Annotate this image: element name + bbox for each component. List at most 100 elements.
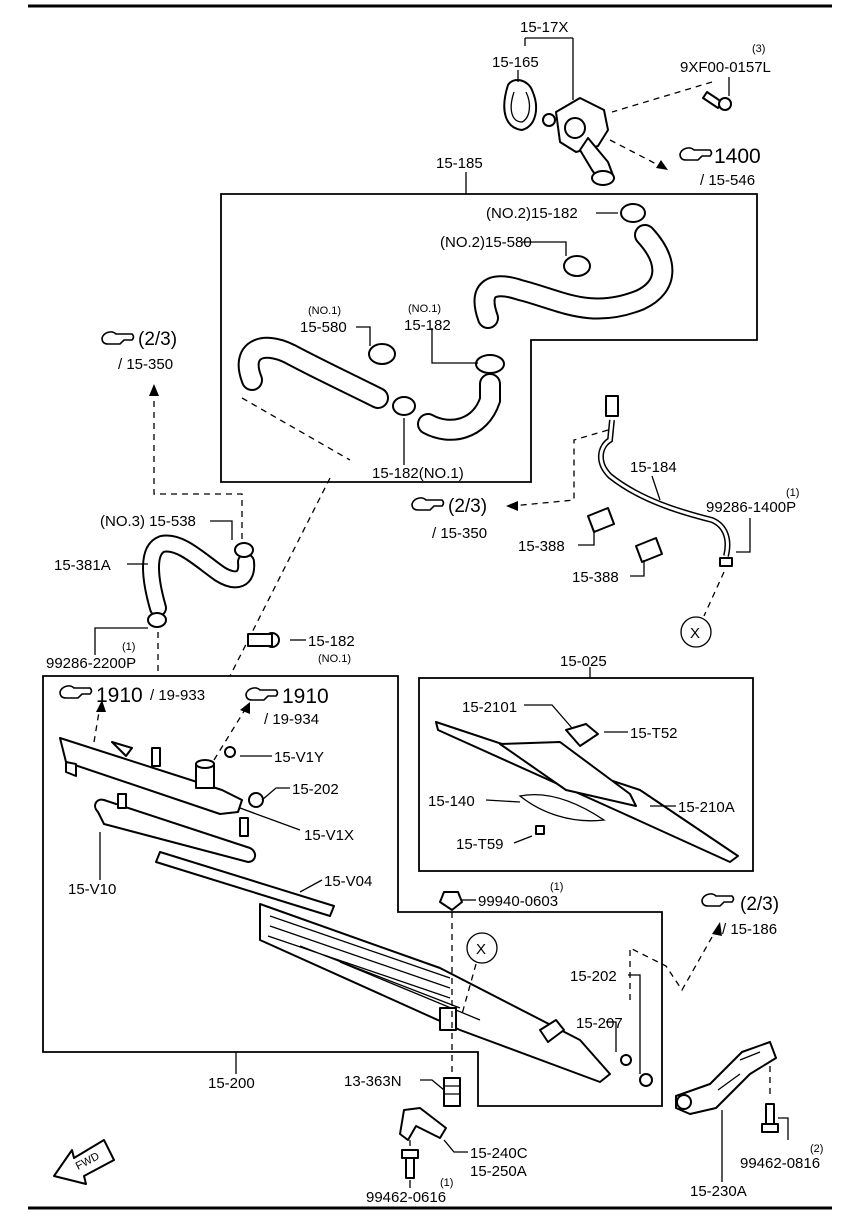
- label-qty-3: (3): [752, 43, 765, 55]
- arrowhead-1910b: [240, 702, 250, 714]
- leader-207: [606, 1021, 617, 1052]
- leader-0816: [778, 1117, 789, 1140]
- bolt-icon: [702, 91, 732, 111]
- label-15-210a: 15-210A: [678, 799, 735, 816]
- dash-x2: [461, 963, 477, 1015]
- leader-no2-580: [522, 241, 567, 256]
- label-15-185: 15-185: [436, 155, 483, 172]
- lower-bracket-icon: [399, 1107, 447, 1141]
- label-15-t52: 15-T52: [630, 725, 678, 742]
- label-qty-1-b: (1): [786, 487, 799, 499]
- label-no1-b: (NO.1): [408, 303, 441, 315]
- label-15-2101: 15-2101: [462, 699, 517, 716]
- arrowhead-1400: [656, 160, 668, 170]
- label-15-388-a: 15-388: [518, 538, 565, 555]
- dash-23b: [511, 429, 609, 507]
- bolt-icon: [401, 1149, 419, 1179]
- radiator-core-icon: [259, 903, 611, 1083]
- leader-v1x: [239, 807, 301, 831]
- pipe-clip-icon: [587, 507, 663, 563]
- label-qty-2: (2): [810, 1143, 823, 1155]
- label-15-546: / 15-546: [700, 172, 755, 189]
- fwd-arrow-icon: [53, 1139, 115, 1185]
- hand-pointer-icon: [701, 893, 735, 907]
- label-19-933: / 19-933: [150, 687, 205, 704]
- label-15-207: 15-207: [576, 1015, 623, 1032]
- lower-tank-icon: [94, 793, 256, 863]
- seal-strip-icon: [155, 851, 335, 917]
- label-15-388-b: 15-388: [572, 569, 619, 586]
- label-15-t59: 15-T59: [456, 836, 504, 853]
- label-19-934: / 19-934: [264, 711, 319, 728]
- label-99462-0616: 99462-0616: [366, 1189, 446, 1206]
- label-15-250a: 15-250A: [470, 1163, 527, 1180]
- lower-hose-icon: [237, 336, 501, 441]
- leader-184: [651, 475, 661, 501]
- label-15-230a: 15-230A: [690, 1183, 747, 1200]
- label-99940-0603: 99940-0603: [478, 893, 558, 910]
- label-x-1: X: [690, 625, 700, 642]
- label-no3-15-538: (NO.3) 15-538: [100, 513, 196, 530]
- label-qty-1-c: (1): [550, 881, 563, 893]
- nut-icon: [439, 891, 463, 911]
- label-qty-1-d: (1): [440, 1177, 453, 1189]
- upper-bracket-icon: [675, 1041, 777, 1115]
- label-ref-2-3-a: (2/3): [138, 329, 177, 350]
- label-99286-2200p: 99286-2200P: [46, 655, 136, 672]
- dash-x1: [703, 571, 725, 617]
- label-13-363n: 13-363N: [344, 1073, 402, 1090]
- bolt-icon: [224, 632, 653, 1087]
- radiator-core-box: [42, 675, 663, 1107]
- hose-kit-box: [220, 193, 758, 483]
- hand-pointer-icon: [101, 331, 135, 345]
- hand-pointer-icon: [411, 497, 445, 511]
- dash-23a: [153, 390, 243, 542]
- dash-23c: [629, 929, 717, 1000]
- label-no2-15-580: (NO.2)15-580: [440, 234, 532, 251]
- label-15-202-b: 15-202: [570, 968, 617, 985]
- x-marker-2: [466, 932, 498, 964]
- overflow-hose-icon: [142, 534, 256, 628]
- label-no1-a: (NO.1): [308, 305, 341, 317]
- label-15-165: 15-165: [492, 54, 539, 71]
- label-15-v10: 15-V10: [68, 881, 116, 898]
- leader-388a: [578, 530, 595, 546]
- label-15-350-b: / 15-350: [432, 525, 487, 542]
- thermostat-gasket-icon: [503, 78, 538, 131]
- radiator-thumbnail-icon: [435, 721, 739, 863]
- leader-t59: [513, 835, 533, 844]
- label-15-182-no1: 15-182(NO.1): [372, 465, 464, 482]
- leader-388b: [630, 560, 645, 577]
- arrowhead-1910a: [96, 700, 106, 712]
- label-15-580: 15-580: [300, 319, 347, 336]
- thermostat-housing-icon: [542, 97, 615, 186]
- hand-pointer-icon: [59, 685, 93, 699]
- label-ref-1910-a: 1910: [96, 684, 143, 707]
- label-15-v04: 15-V04: [324, 873, 372, 890]
- label-ref-2-3-c: (2/3): [740, 894, 779, 915]
- leader-363n: [420, 1079, 445, 1091]
- label-15-182-a: 15-182: [404, 317, 451, 334]
- dash-1400: [609, 139, 665, 169]
- label-ref-1400: 1400: [714, 145, 761, 168]
- label-15-186: / 15-186: [722, 921, 777, 938]
- label-15-381a: 15-381A: [54, 557, 111, 574]
- hand-pointer-icon: [245, 687, 279, 701]
- label-ref-2-3-b: (2/3): [448, 496, 487, 517]
- label-15-202-a: 15-202: [292, 781, 339, 798]
- leader-140: [485, 799, 521, 803]
- label-15-182-b: 15-182: [308, 633, 355, 650]
- label-15-350-a: / 15-350: [118, 356, 173, 373]
- label-15-v1y: 15-V1Y: [274, 749, 324, 766]
- upper-tank-icon: [59, 737, 243, 815]
- x-marker-1: [680, 616, 712, 648]
- label-qty-1-a: (1): [122, 641, 135, 653]
- upper-hose-icon: [473, 224, 674, 329]
- label-no2-15-182: (NO.2)15-182: [486, 205, 578, 222]
- arrowhead-23b: [506, 501, 518, 511]
- leader-v04: [299, 879, 323, 893]
- arrowhead-23c: [712, 922, 722, 936]
- leader-202a: [261, 787, 290, 801]
- hose-clamp-icon: [368, 203, 646, 416]
